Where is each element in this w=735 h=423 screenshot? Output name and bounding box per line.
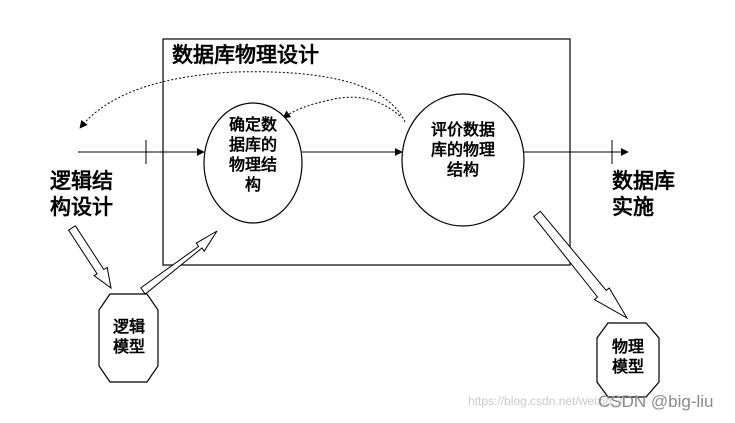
output-label-line: 数据库 — [612, 169, 675, 193]
hollow-arrow-evaluate-to-physical-model — [533, 210, 629, 320]
physical-model-label: 物理 模型 — [603, 337, 653, 377]
node-evaluate-line: 结构 — [446, 160, 479, 179]
node-physical-model — [596, 322, 660, 398]
node-evaluate-label: 评价数据 库的物理 结构 — [413, 120, 513, 180]
node-determine-line: 物理结 — [228, 155, 277, 174]
output-label-line: 实施 — [612, 195, 654, 220]
watermark-brand: CSDN @big-liu — [598, 392, 714, 411]
input-label-line: 逻辑结 — [50, 169, 113, 193]
node-determine-line: 确定数 — [228, 115, 277, 134]
logical-model-line: 逻辑 — [112, 317, 145, 336]
node-evaluate-line: 评价数据 — [430, 120, 495, 139]
input-logical-design-label: 逻辑结 构设计 — [50, 168, 113, 221]
node-determine-line: 构 — [244, 175, 261, 194]
frame-title: 数据库物理设计 — [172, 43, 319, 67]
node-determine-structure — [203, 102, 303, 224]
node-evaluate-line: 库的物理 — [430, 140, 495, 159]
logical-model-label: 逻辑 模型 — [104, 317, 154, 357]
hollow-arrow-input-to-logical-model — [67, 225, 112, 290]
node-determine-label: 确定数 据库的 物理结 构 — [213, 115, 293, 195]
feedback-arc-outer — [79, 71, 406, 129]
node-determine-line: 据库的 — [228, 135, 277, 154]
watermark-url: https://blog.csdn.net/weixin_4 — [468, 394, 626, 408]
node-evaluate-structure — [401, 93, 525, 227]
physical-model-line: 物理 — [611, 337, 644, 356]
feedback-arc-inner — [282, 96, 401, 119]
output-implementation-label: 数据库 实施 — [612, 168, 675, 221]
hollow-arrow-logical-model-to-determine — [140, 230, 218, 295]
physical-model-line: 模型 — [611, 357, 644, 376]
logical-model-line: 模型 — [112, 337, 145, 356]
node-logical-model — [98, 293, 159, 383]
input-label-line: 构设计 — [50, 195, 113, 220]
